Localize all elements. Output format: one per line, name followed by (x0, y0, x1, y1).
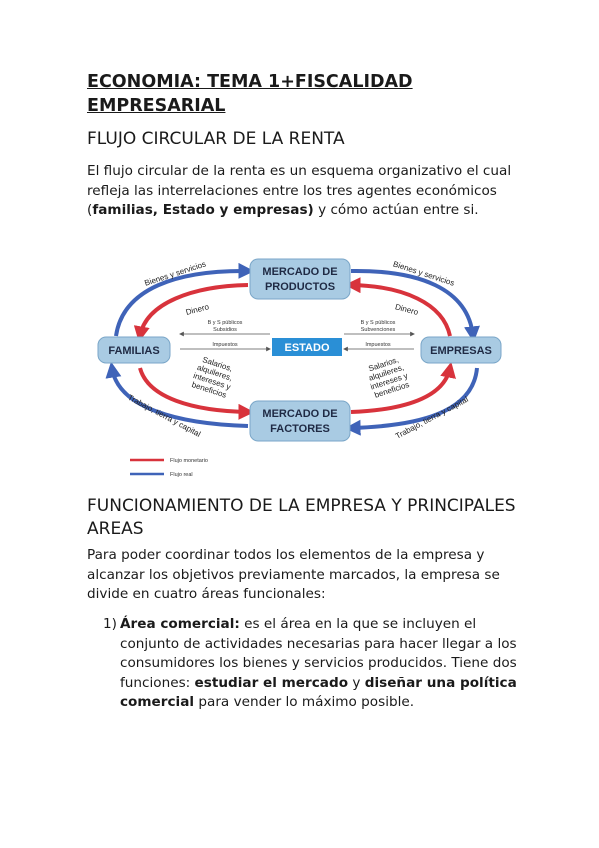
legend-real-label: Flujo real (170, 472, 193, 478)
mercado-productos-label-2: PRODUCTOS (265, 281, 335, 293)
flow-arrow-red-top-left (133, 283, 249, 343)
bys-left-label-2: Subsidios (213, 327, 237, 333)
mercado-factores-box (249, 400, 351, 442)
bys-left-label-1: B y S públicos (208, 320, 243, 326)
mercado-factores-label-2: FACTORES (270, 423, 330, 435)
flow-arrow-blue-top-right (350, 268, 480, 343)
section-heading-flujo: FLUJO CIRCULAR DE LA RENTA (87, 129, 345, 149)
impuestos-left-label: Impuestos (212, 342, 238, 348)
mercado-factores-label-1: MERCADO DE (262, 408, 337, 420)
empresas-label: EMPRESAS (430, 345, 492, 357)
impuestos-right-label: Impuestos (365, 342, 391, 348)
list-item: 1) Área comercial: es el área en la que … (103, 615, 523, 713)
list-item-bold-3: diseñar una política comercial (120, 674, 517, 711)
paragraph-flujo-text-a: El flujo circular de la renta es un esqu… (87, 163, 512, 218)
estado-label: ESTADO (284, 342, 329, 354)
list-item-text-a: es el área en la que se incluyen el conj… (120, 616, 517, 691)
paragraph-flujo-text-b: y cómo actúan entre si. (313, 202, 479, 218)
bys-right-label-2: Subvenciones (361, 327, 396, 333)
paragraph-funcionamiento: Para poder coordinar todos los elementos… (87, 547, 500, 602)
flow-arrow-red-top-right (344, 277, 452, 337)
trabajo-left-label: Trabajo, tierra y capital (126, 393, 202, 439)
mercado-productos-box (249, 258, 351, 300)
list-item-bold-2: estudiar el mercado (194, 674, 349, 691)
familias-box (97, 336, 171, 364)
section-heading-funcionamiento: FUNCIONAMIENTO DE LA EMPRESA Y PRINCIPAL… (87, 496, 516, 539)
list-item-body: Área comercial: es el área en la que se … (120, 615, 523, 713)
flow-arrow-blue-top-left (114, 262, 255, 337)
paragraph-flujo-bold: familias, Estado y empresas) (92, 202, 314, 218)
list-item-number: 1) (103, 616, 117, 632)
list-item-bold-1: Área comercial: (120, 616, 240, 632)
mercado-productos-label-1: MERCADO DE (262, 266, 337, 278)
trabajo-right-label: Trabajo, tierra y capital (394, 395, 470, 441)
familias-label: FAMILIAS (108, 345, 159, 357)
circular-flow-diagram: MERCADO DE PRODUCTOS MERCADO DE FACTORES… (97, 258, 502, 478)
flow-arrow-blue-bottom-left (105, 361, 249, 428)
flow-arrow-blue-bottom-right (344, 367, 479, 436)
dinero-left-label: Dinero (185, 302, 211, 317)
document-title: ECONOMIA: TEMA 1+FISCALIDAD EMPRESARIAL (87, 72, 413, 116)
list-item-text-b: y (348, 674, 365, 691)
salarios-right-group: Salarios, alquileres, intereses y benefi… (367, 355, 410, 400)
dinero-right-label: Dinero (394, 302, 420, 317)
flow-arrow-red-bottom-left (138, 367, 255, 420)
paragraph-flujo: El flujo circular de la renta es un esqu… (87, 162, 517, 221)
flow-arrow-red-bottom-right (350, 361, 456, 414)
legend-monetario-label: Flujo monetario (170, 458, 208, 464)
salarios-left-group: Salarios, alquileres, intereses y benefi… (191, 355, 234, 400)
list-item-text-c: para vender lo máximo posible. (194, 694, 415, 710)
estado-box (272, 338, 342, 356)
empresas-box (420, 336, 502, 364)
bys-right-label-1: B y S públicos (361, 320, 396, 326)
